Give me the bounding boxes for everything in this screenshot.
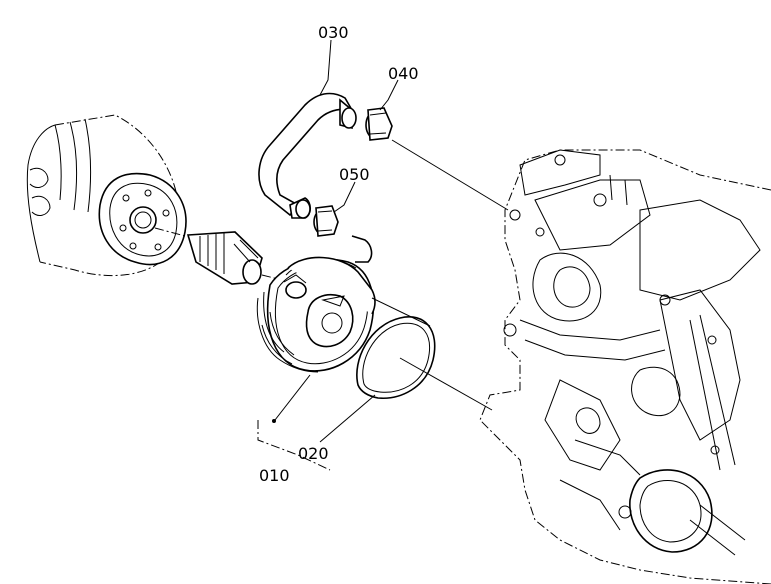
alignment-lines xyxy=(371,139,509,411)
threaded-pipe xyxy=(154,227,291,285)
part-label-050: 050 xyxy=(339,165,370,184)
part-label-040: 040 xyxy=(388,64,419,83)
hose xyxy=(258,92,373,263)
oil-filter xyxy=(26,114,187,276)
part-label-020: 020 xyxy=(298,444,329,463)
engine-block xyxy=(479,149,771,584)
part-label-010: 010 xyxy=(259,466,290,485)
hose-clamp-lower xyxy=(313,205,339,237)
leader-lines xyxy=(257,39,399,471)
gasket xyxy=(356,316,436,399)
hose-clamp-upper xyxy=(365,107,393,141)
oil-cooler xyxy=(256,256,376,373)
part-label-030: 030 xyxy=(318,23,349,42)
